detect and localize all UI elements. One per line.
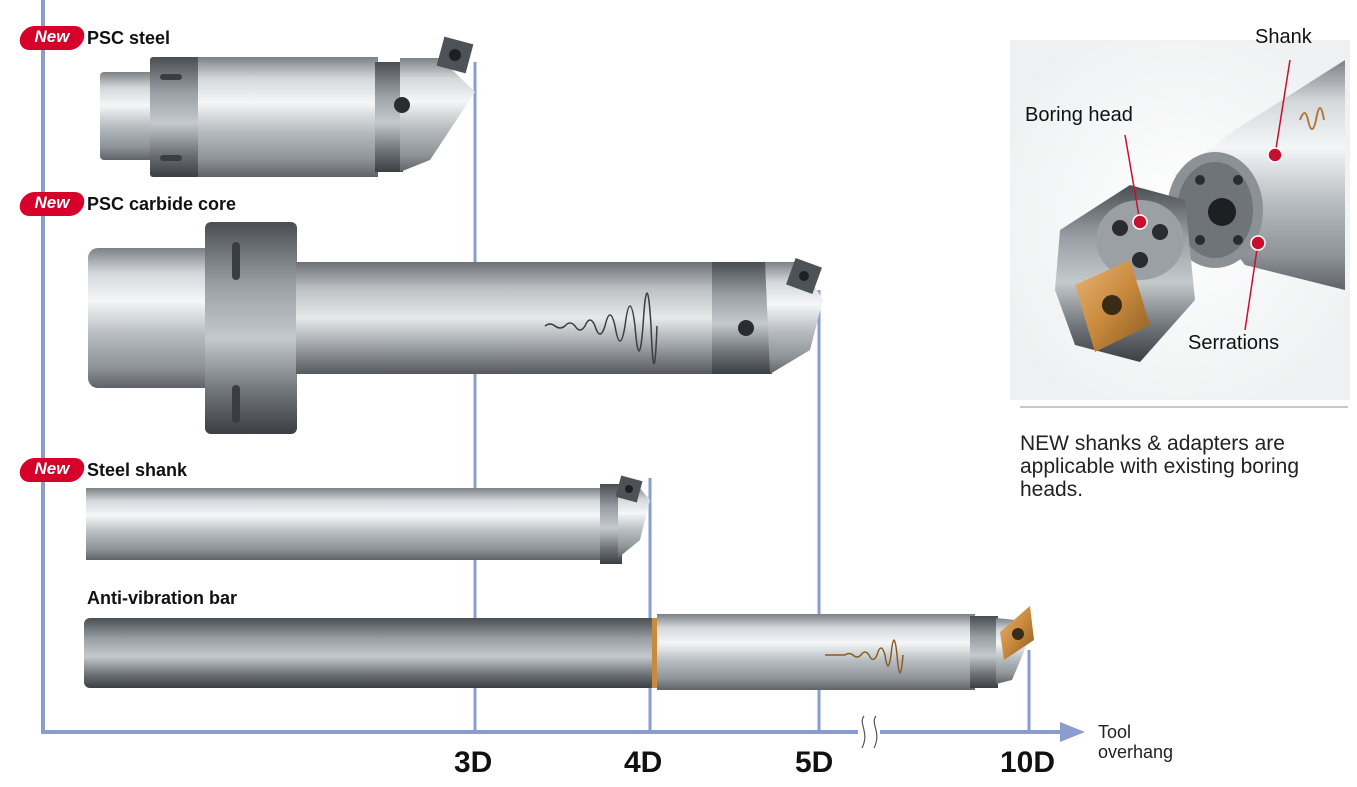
callout-shank: Shank <box>1255 26 1312 48</box>
boring-head-detail <box>1010 40 1350 400</box>
tool-label-anti-vibration-bar: Anti-vibration bar <box>87 588 238 608</box>
insert-icon <box>615 475 643 503</box>
vibration-wave-icon <box>825 639 904 674</box>
insert-icon <box>436 36 474 74</box>
callout-dot-icon <box>1267 147 1283 163</box>
tool-label-steel-shank: Steel shank <box>87 460 188 480</box>
tool-label-psc-steel: PSC steel <box>87 28 171 48</box>
axis-caption-line1: Tool <box>1098 722 1132 742</box>
insert-icon <box>786 258 822 294</box>
axis-break-icon <box>858 715 880 749</box>
callout-serrations: Serrations <box>1188 332 1280 354</box>
tick-label-5d: 5D <box>795 746 834 779</box>
tool-psc-carbide-core <box>88 222 823 434</box>
new-badge: New <box>17 458 87 482</box>
new-badge: New <box>17 192 87 216</box>
tool-label-psc-carbide-core: PSC carbide core <box>87 194 237 214</box>
callout-dot-icon <box>1132 214 1148 230</box>
vibration-wave-icon <box>544 292 658 365</box>
callout-dot-icon <box>1250 235 1266 251</box>
axis-arrow-icon <box>1060 722 1085 742</box>
tool-anti-vibration-bar <box>84 606 1034 690</box>
tool-psc-steel <box>100 36 475 177</box>
boring-head-part <box>1055 185 1195 362</box>
axis-caption-line2: overhang <box>1098 742 1174 762</box>
axis-caption: Tool overhang <box>1098 722 1173 762</box>
callout-boring-head: Boring head <box>1025 104 1133 126</box>
shank-part <box>1167 60 1345 290</box>
insert-icon <box>1000 606 1034 660</box>
new-badge: New <box>17 26 87 50</box>
tick-label-10d: 10D <box>1000 746 1056 779</box>
tick-label-4d: 4D <box>624 746 663 779</box>
compatibility-note: NEW shanks & adapters are applicable wit… <box>1020 432 1299 501</box>
tick-label-3d: 3D <box>454 746 493 779</box>
tool-steel-shank <box>86 475 650 564</box>
